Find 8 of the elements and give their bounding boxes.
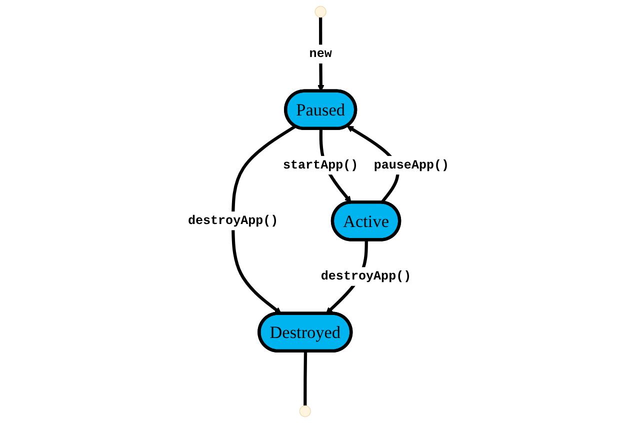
edge-label: destroyApp()	[188, 214, 278, 228]
edge-label: new	[309, 47, 332, 62]
edge-label: startApp()	[282, 158, 358, 172]
node-circle	[299, 405, 312, 418]
node-circle	[314, 6, 326, 18]
edge-label: destroyApp()	[320, 269, 412, 284]
connector	[304, 351, 308, 406]
edge-label: pauseApp()	[374, 158, 450, 172]
